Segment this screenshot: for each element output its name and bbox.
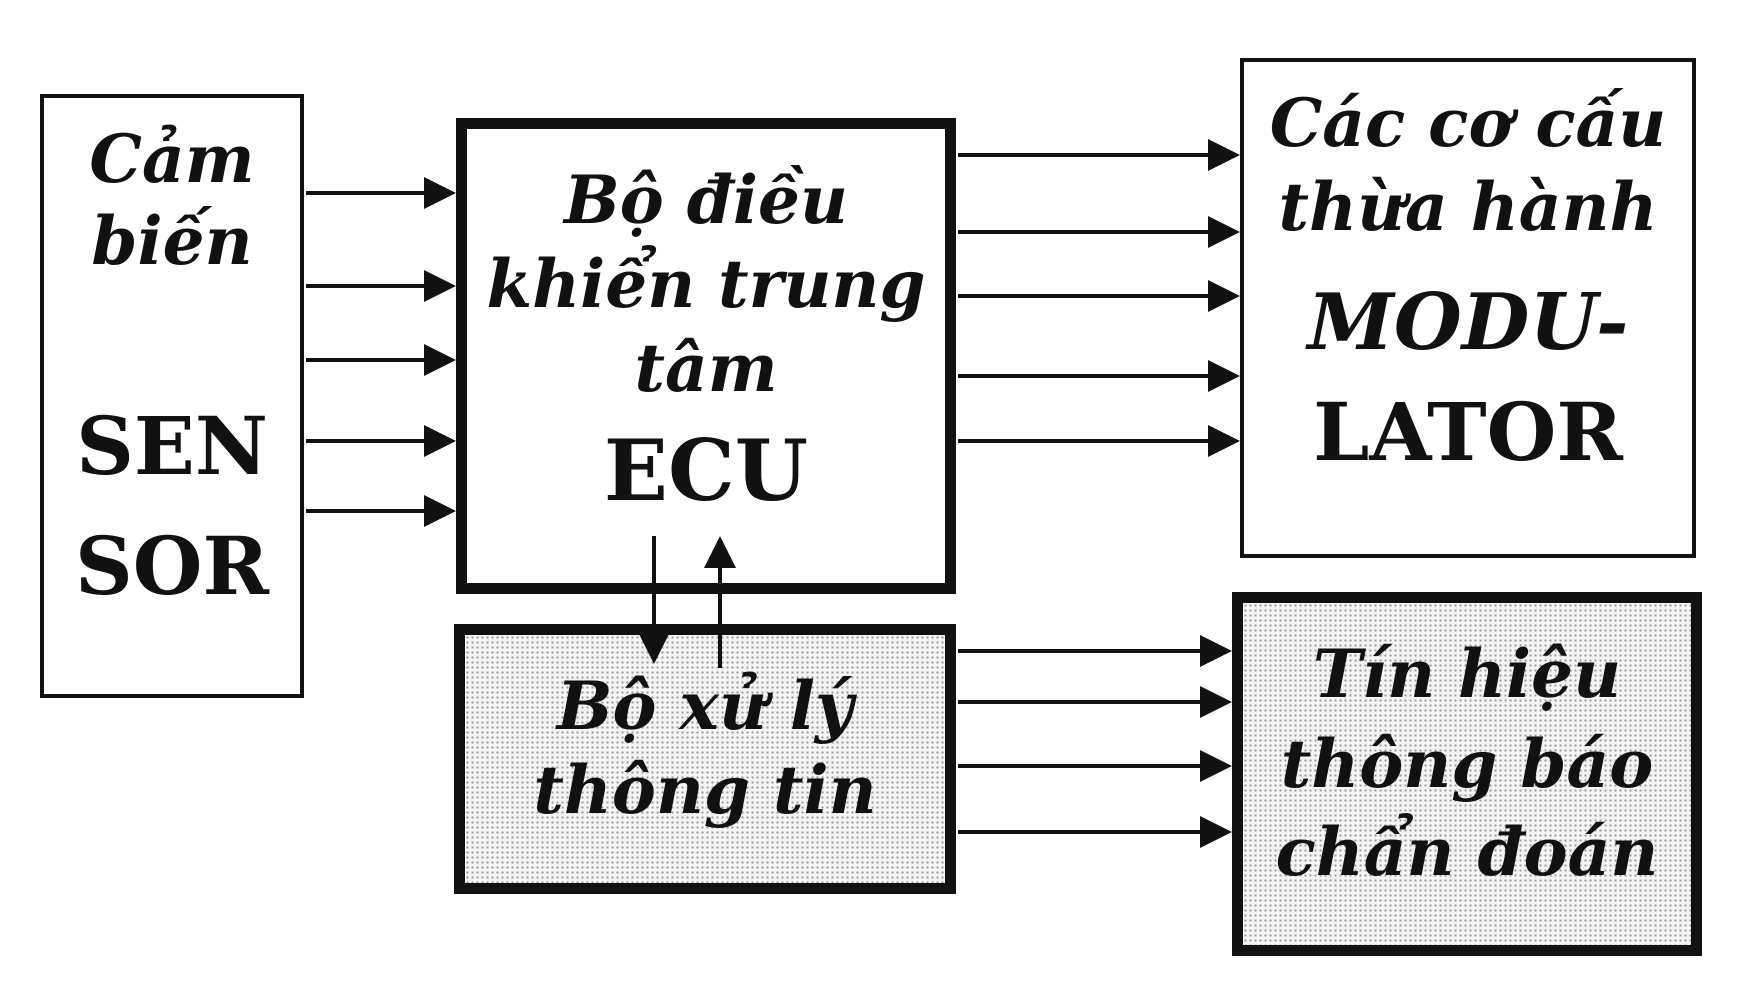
sensor-label-line1: Cảm — [89, 120, 255, 198]
modulator-label-line3: MODU- — [1307, 277, 1629, 368]
modulator-block: Các cơ cấu thừa hành MODU- LATOR — [1240, 58, 1696, 558]
ecu-label-line3: tâm — [634, 329, 778, 407]
processor-block: Bộ xử lý thông tin — [454, 624, 956, 894]
sensor-label-line2: biến — [91, 202, 253, 280]
modulator-label-line4: LATOR — [1313, 385, 1623, 479]
diagnostic-block: Tín hiệu thông báo chẩn đoán — [1232, 592, 1702, 956]
sensor-label-line4: SOR — [75, 519, 269, 613]
processor-label-line1: Bộ xử lý — [556, 667, 854, 745]
diagnostic-label-line1: Tín hiệu — [1312, 635, 1622, 713]
ecu-block: Bộ điều khiển trung tâm ECU — [456, 118, 956, 594]
sensor-label-line3: SEN — [76, 399, 268, 493]
modulator-label-line1: Các cơ cấu — [1269, 84, 1667, 162]
ecu-label-line2: khiển trung — [486, 245, 926, 323]
diagnostic-label-line2: thông báo — [1280, 725, 1654, 803]
modulator-label-line2: thừa hành — [1278, 168, 1658, 246]
sensor-block: Cảm biến SEN SOR — [40, 94, 304, 698]
ecu-label-line4: ECU — [603, 421, 809, 520]
processor-label-line2: thông tin — [533, 751, 877, 829]
diagnostic-label-line3: chẩn đoán — [1275, 813, 1659, 891]
ecu-label-line1: Bộ điều — [564, 161, 848, 239]
